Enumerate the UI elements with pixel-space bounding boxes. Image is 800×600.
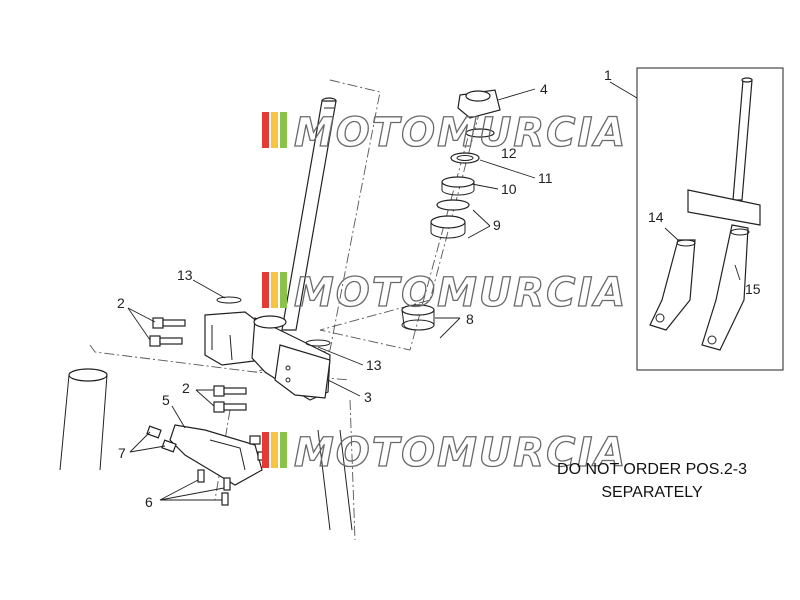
lower-fork-yoke	[204, 311, 331, 401]
ordering-note: DO NOT ORDER POS.2-3 SEPARATELY	[557, 461, 747, 501]
watermark-text-bottom: MOTOMURCIA	[294, 430, 627, 476]
callout-2-upper: 2	[117, 295, 125, 311]
fork-tube-right	[317, 429, 353, 531]
watermark-bottom: MOTOMURCIA	[262, 429, 627, 477]
callout-4: 4	[540, 81, 548, 97]
callout-8: 8	[466, 311, 474, 327]
ring-nut-pos-10	[441, 176, 475, 196]
complete-fork-inset	[636, 67, 784, 371]
note-line-1: DO NOT ORDER POS.2-3	[557, 461, 747, 478]
ring-pos-11	[450, 152, 480, 164]
callout-14: 14	[648, 209, 664, 225]
bolts-pos-2-lower	[213, 385, 247, 413]
callout-7: 7	[118, 445, 126, 461]
note-line-2: SEPARATELY	[601, 484, 703, 501]
watermark-middle: MOTOMURCIA	[262, 269, 627, 317]
fork-leg-tube	[59, 368, 108, 471]
leader-lines	[127, 81, 741, 501]
callout-3: 3	[364, 389, 372, 405]
callout-1: 1	[604, 67, 612, 83]
callout-9: 9	[493, 217, 501, 233]
watermark-top: MOTOMURCIA	[262, 109, 627, 157]
watermark-text-middle: MOTOMURCIA	[294, 270, 627, 316]
callout-12: 12	[501, 145, 517, 161]
o-rings-pos-13	[216, 296, 331, 347]
screws-pos-6	[197, 469, 231, 506]
bolts-pos-2-upper	[149, 317, 186, 347]
callout-2-lower: 2	[182, 380, 190, 396]
callout-labels: 1 2 2 3 4 5 6 7 8 9 10 11 12 13 13 14 15	[117, 67, 761, 510]
callout-13-lower: 13	[366, 357, 382, 373]
callout-6: 6	[145, 494, 153, 510]
bearing-set-pos-9	[430, 199, 470, 239]
callout-13-upper: 13	[177, 267, 193, 283]
lock-washer-pos-12	[465, 128, 495, 138]
cable-guide-bracket	[169, 424, 263, 486]
head-nut-pos-4	[457, 89, 501, 119]
watermark-text-top: MOTOMURCIA	[294, 110, 627, 156]
callout-11: 11	[538, 170, 553, 186]
callout-5: 5	[162, 392, 170, 408]
bearing-seat-pos-8	[401, 304, 435, 331]
callout-15: 15	[745, 281, 761, 297]
callout-10: 10	[501, 181, 517, 197]
steering-stem	[281, 97, 337, 331]
